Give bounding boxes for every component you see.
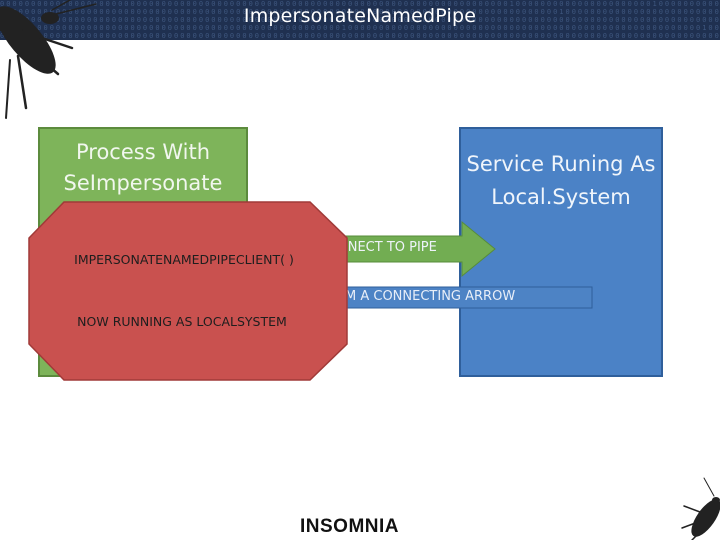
connecting-arrow-label: M A CONNECTING ARROW bbox=[345, 289, 516, 304]
connect-arrow-label: NNECT TO PIPE bbox=[338, 240, 437, 255]
header-bar: 0000000000000000000000000000000000000000… bbox=[0, 0, 720, 40]
service-box-label: Service Runing As Local.System bbox=[466, 152, 656, 209]
slide-title: ImpersonateNamedPipe bbox=[243, 5, 477, 27]
octagon-line-localsystem: NOW RUNNING AS LOCALSYSTEM bbox=[77, 314, 287, 329]
process-box-label: Process With SeImpersonate bbox=[63, 140, 223, 195]
impersonation-octagon bbox=[28, 201, 348, 381]
service-box: Service Runing As Local.System bbox=[459, 127, 663, 377]
insomnia-logo: INSOMNIA bbox=[300, 516, 399, 537]
octagon-line-impersonate: IMPERSONATENAMEDPIPECLIENT( ) bbox=[74, 252, 294, 267]
binary-pattern: 0000000000000000000000000000000000000000… bbox=[0, 0, 720, 40]
